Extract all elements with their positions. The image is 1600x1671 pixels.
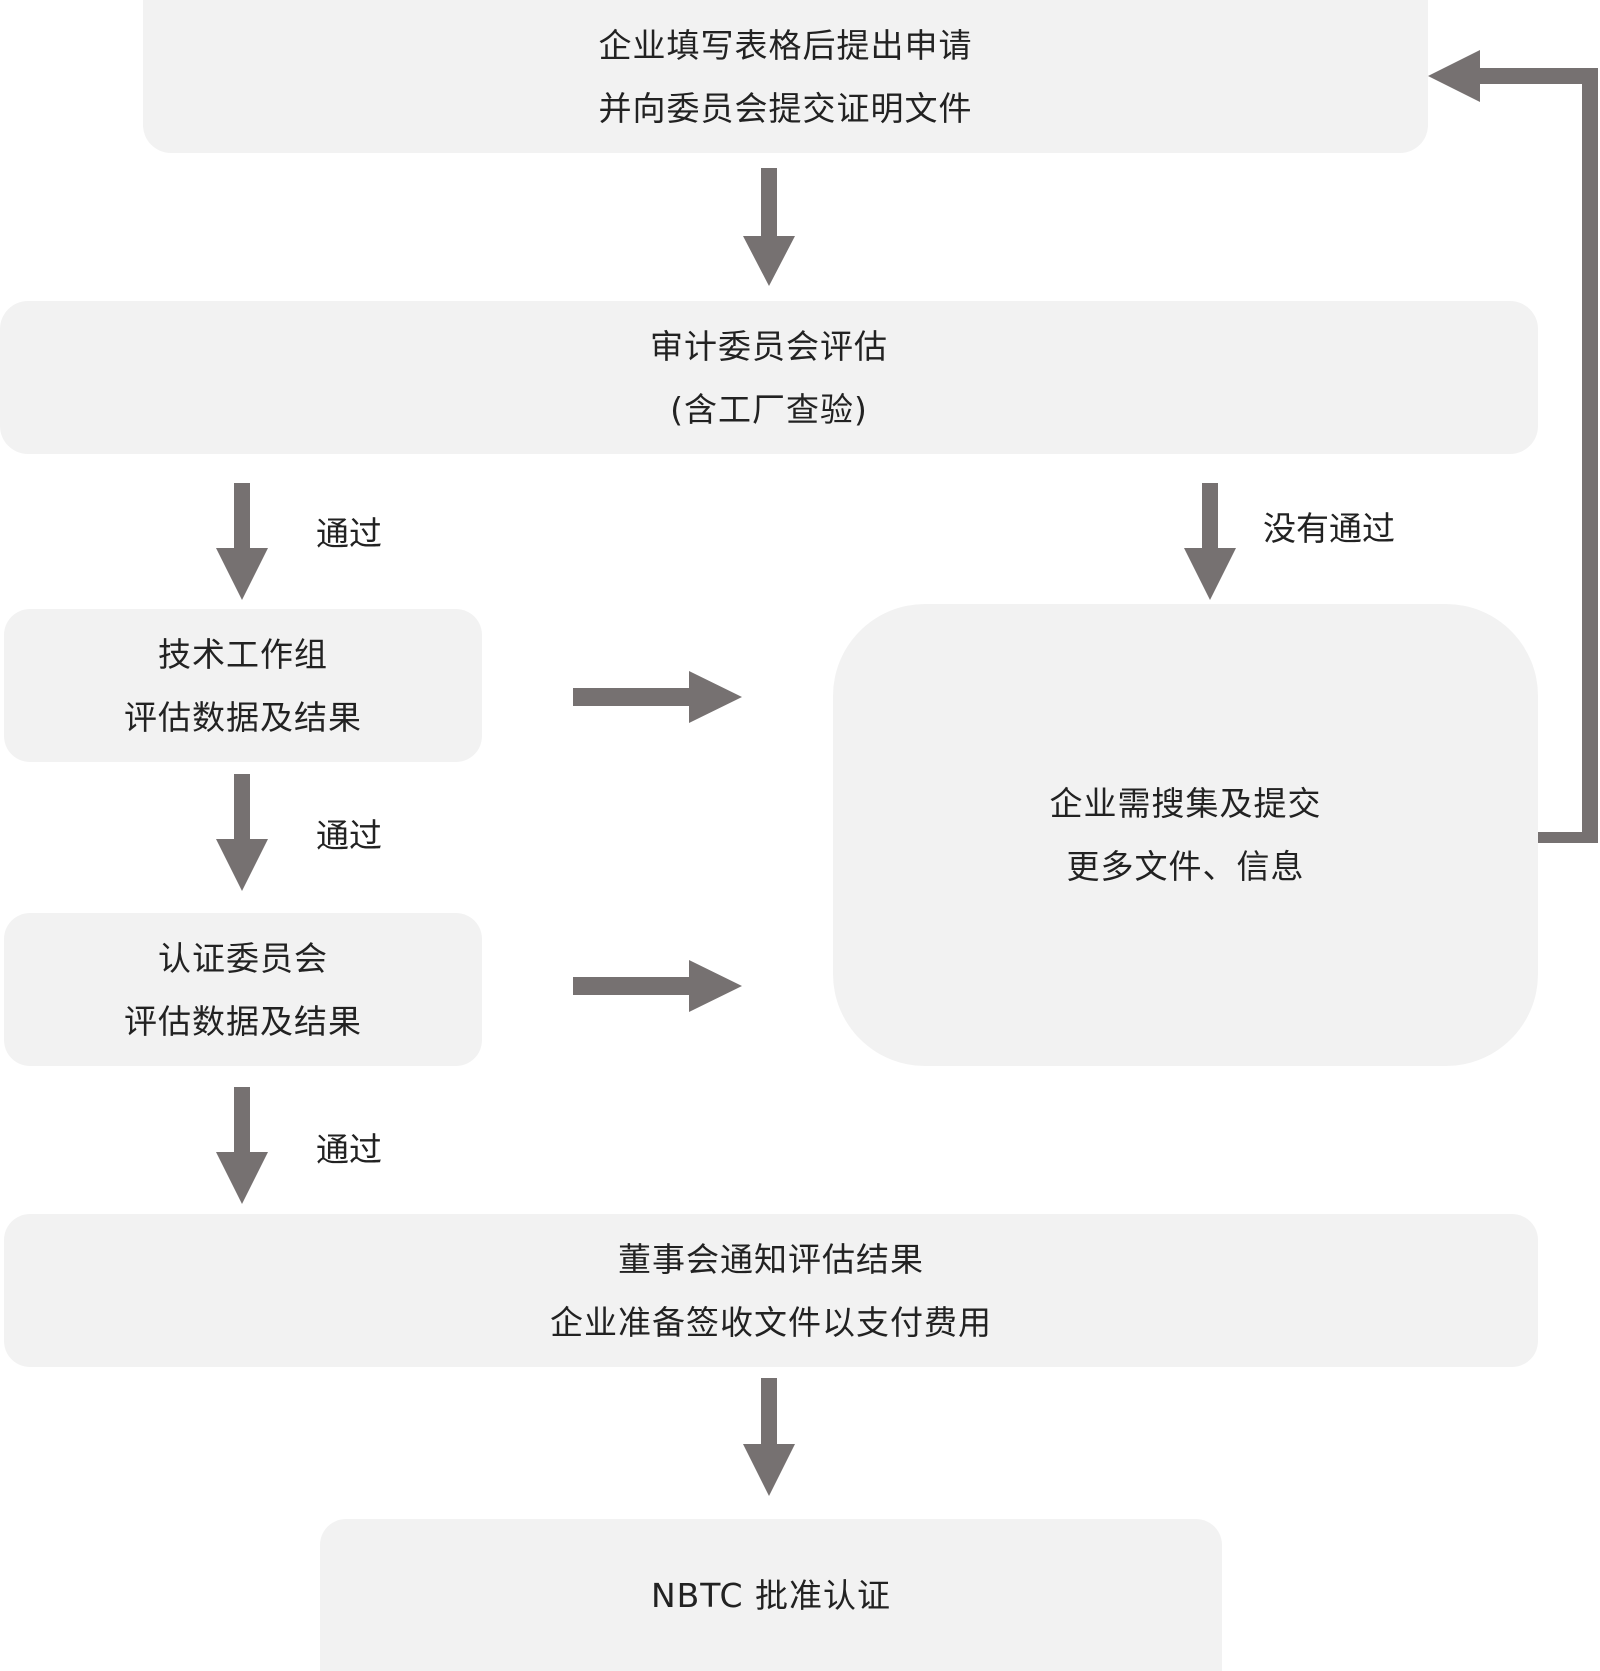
node-board-notification: 董事会通知评估结果 企业准备签收文件以支付费用 — [4, 1214, 1538, 1367]
arrow-audit-to-supplement — [1184, 483, 1236, 600]
node-certification-committee-line2: 评估数据及结果 — [124, 1001, 362, 1041]
node-technical-working-group: 技术工作组 评估数据及结果 — [4, 609, 482, 762]
arrow-tech-to-supplement — [573, 671, 742, 723]
node-supplement-documents-line2: 更多文件、信息 — [1066, 847, 1305, 886]
edge-label-pass-3: 通过 — [316, 1130, 382, 1169]
arrow-board-to-nbtc — [743, 1378, 795, 1496]
node-submit-application-line1: 企业填写表格后提出申请 — [598, 25, 973, 65]
edge-label-not-pass: 没有通过 — [1263, 509, 1395, 548]
arrow-tech-to-cert — [216, 774, 268, 891]
node-audit-committee-line1: 审计委员会评估 — [650, 326, 888, 366]
node-submit-application-line2: 并向委员会提交证明文件 — [598, 88, 973, 128]
node-submit-application: 企业填写表格后提出申请 并向委员会提交证明文件 — [143, 0, 1428, 153]
arrow-cert-to-supplement — [573, 960, 742, 1012]
node-technical-working-group-line2: 评估数据及结果 — [124, 697, 362, 737]
arrow-audit-to-tech — [216, 483, 268, 600]
node-supplement-documents: 企业需搜集及提交 更多文件、信息 — [833, 604, 1538, 1066]
arrow-cert-to-board — [216, 1087, 268, 1204]
edge-label-pass-1: 通过 — [316, 514, 382, 553]
node-technical-working-group-line1: 技术工作组 — [158, 634, 328, 674]
node-supplement-documents-line1: 企业需搜集及提交 — [1049, 784, 1322, 823]
node-board-notification-line2: 企业准备签收文件以支付费用 — [550, 1302, 992, 1342]
node-nbtc-approval: NBTC 批准认证 — [320, 1519, 1222, 1671]
node-audit-committee: 审计委员会评估 (含工厂查验) — [0, 301, 1538, 454]
edge-label-pass-2: 通过 — [316, 816, 382, 855]
node-nbtc-approval-line1: NBTC 批准认证 — [650, 1575, 892, 1615]
node-certification-committee: 认证委员会 评估数据及结果 — [4, 913, 482, 1066]
arrow-submit-to-audit — [743, 168, 795, 286]
node-board-notification-line1: 董事会通知评估结果 — [618, 1239, 924, 1279]
node-certification-committee-line1: 认证委员会 — [158, 938, 328, 978]
arrows-layer — [216, 50, 1598, 1496]
node-audit-committee-line2: (含工厂查验) — [670, 389, 868, 429]
